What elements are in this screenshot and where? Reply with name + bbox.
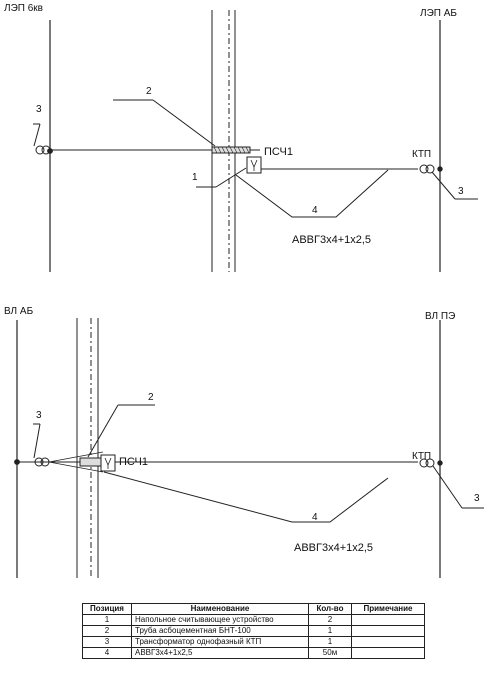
cell-note (351, 614, 425, 626)
top-cable-route (235, 169, 389, 218)
col-name-header: Наименование (131, 603, 309, 615)
specification-table: Позиция Наименование Кол-во Примечание 1… (82, 603, 425, 659)
top-transformer-left-a (35, 145, 45, 155)
top-callout-3-left: 3 (36, 104, 42, 115)
bottom-callout-3-right: 3 (474, 493, 480, 504)
top-psch-label: ПСЧ1 (264, 146, 293, 158)
bottom-node-right (437, 460, 443, 466)
bottom-line-left-label: ВЛ АБ (4, 306, 34, 317)
table-header-row: Позиция Наименование Кол-во Примечание (82, 603, 425, 615)
bottom-transformer-left-a (34, 457, 44, 467)
bottom-line-right-label: ВЛ ПЭ (425, 311, 456, 322)
cell-qty: 1 (308, 636, 352, 648)
col-qty-header: Кол-во (308, 603, 352, 615)
table-row: 1 Напольное считывающее устройство 2 (82, 614, 425, 626)
bottom-cable-label: АВВГ3х4+1х2,5 (294, 542, 374, 554)
top-callout-3-right: 3 (458, 186, 464, 197)
bottom-meter-psch1 (100, 454, 116, 472)
top-cable-label: АВВГ3х4+1х2,5 (292, 234, 372, 246)
top-transformer-left-b (41, 145, 51, 155)
bottom-cable-route (103, 471, 389, 523)
cell-name: АВВГ3х4+1х2,5 (131, 647, 309, 659)
cell-name: Напольное считывающее устройство (131, 614, 309, 626)
bottom-transformer-right-b (425, 458, 435, 468)
top-node-right (437, 166, 443, 172)
bottom-transformer-right-a (419, 458, 429, 468)
cell-qty: 1 (308, 625, 352, 637)
top-line-right-label: ЛЭП АБ (420, 8, 457, 19)
top-ktp-label: КТП (412, 149, 432, 160)
cell-qty: 2 (308, 614, 352, 626)
top-line-left-label: ЛЭП 6кв (4, 3, 43, 14)
col-position-header: Позиция (82, 603, 132, 615)
bottom-ktp-label: КТП (412, 451, 432, 462)
cell-qty: 50м (308, 647, 352, 659)
cell-position: 2 (82, 625, 132, 637)
bottom-psch-label: ПСЧ1 (119, 456, 148, 468)
table-row: 2 Труба асбоцементная БНТ-100 1 (82, 625, 425, 637)
cell-note (351, 647, 425, 659)
top-callout-4: 4 (312, 205, 318, 216)
cell-name: Труба асбоцементная БНТ-100 (131, 625, 309, 637)
cell-note (351, 625, 425, 637)
bottom-pipe (79, 457, 103, 467)
top-pipe (211, 146, 251, 154)
bottom-callout-2: 2 (148, 392, 154, 403)
col-note-header: Примечание (351, 603, 425, 615)
cell-note (351, 636, 425, 648)
bottom-callout-4: 4 (312, 512, 318, 523)
cell-position: 1 (82, 614, 132, 626)
table-row: 4 АВВГ3х4+1х2,5 50м (82, 647, 425, 659)
cell-position: 3 (82, 636, 132, 648)
bottom-node-left (14, 459, 20, 465)
bottom-callout-3-left: 3 (36, 410, 42, 421)
top-meter-psch1 (246, 156, 262, 174)
top-transformer-right-b (425, 164, 435, 174)
top-callout-1: 1 (192, 172, 198, 183)
cell-name: Трансформатор однофазный КТП (131, 636, 309, 648)
top-callout-2: 2 (146, 86, 152, 97)
cell-position: 4 (82, 647, 132, 659)
table-row: 3 Трансформатор однофазный КТП 1 (82, 636, 425, 648)
top-transformer-right-a (419, 164, 429, 174)
